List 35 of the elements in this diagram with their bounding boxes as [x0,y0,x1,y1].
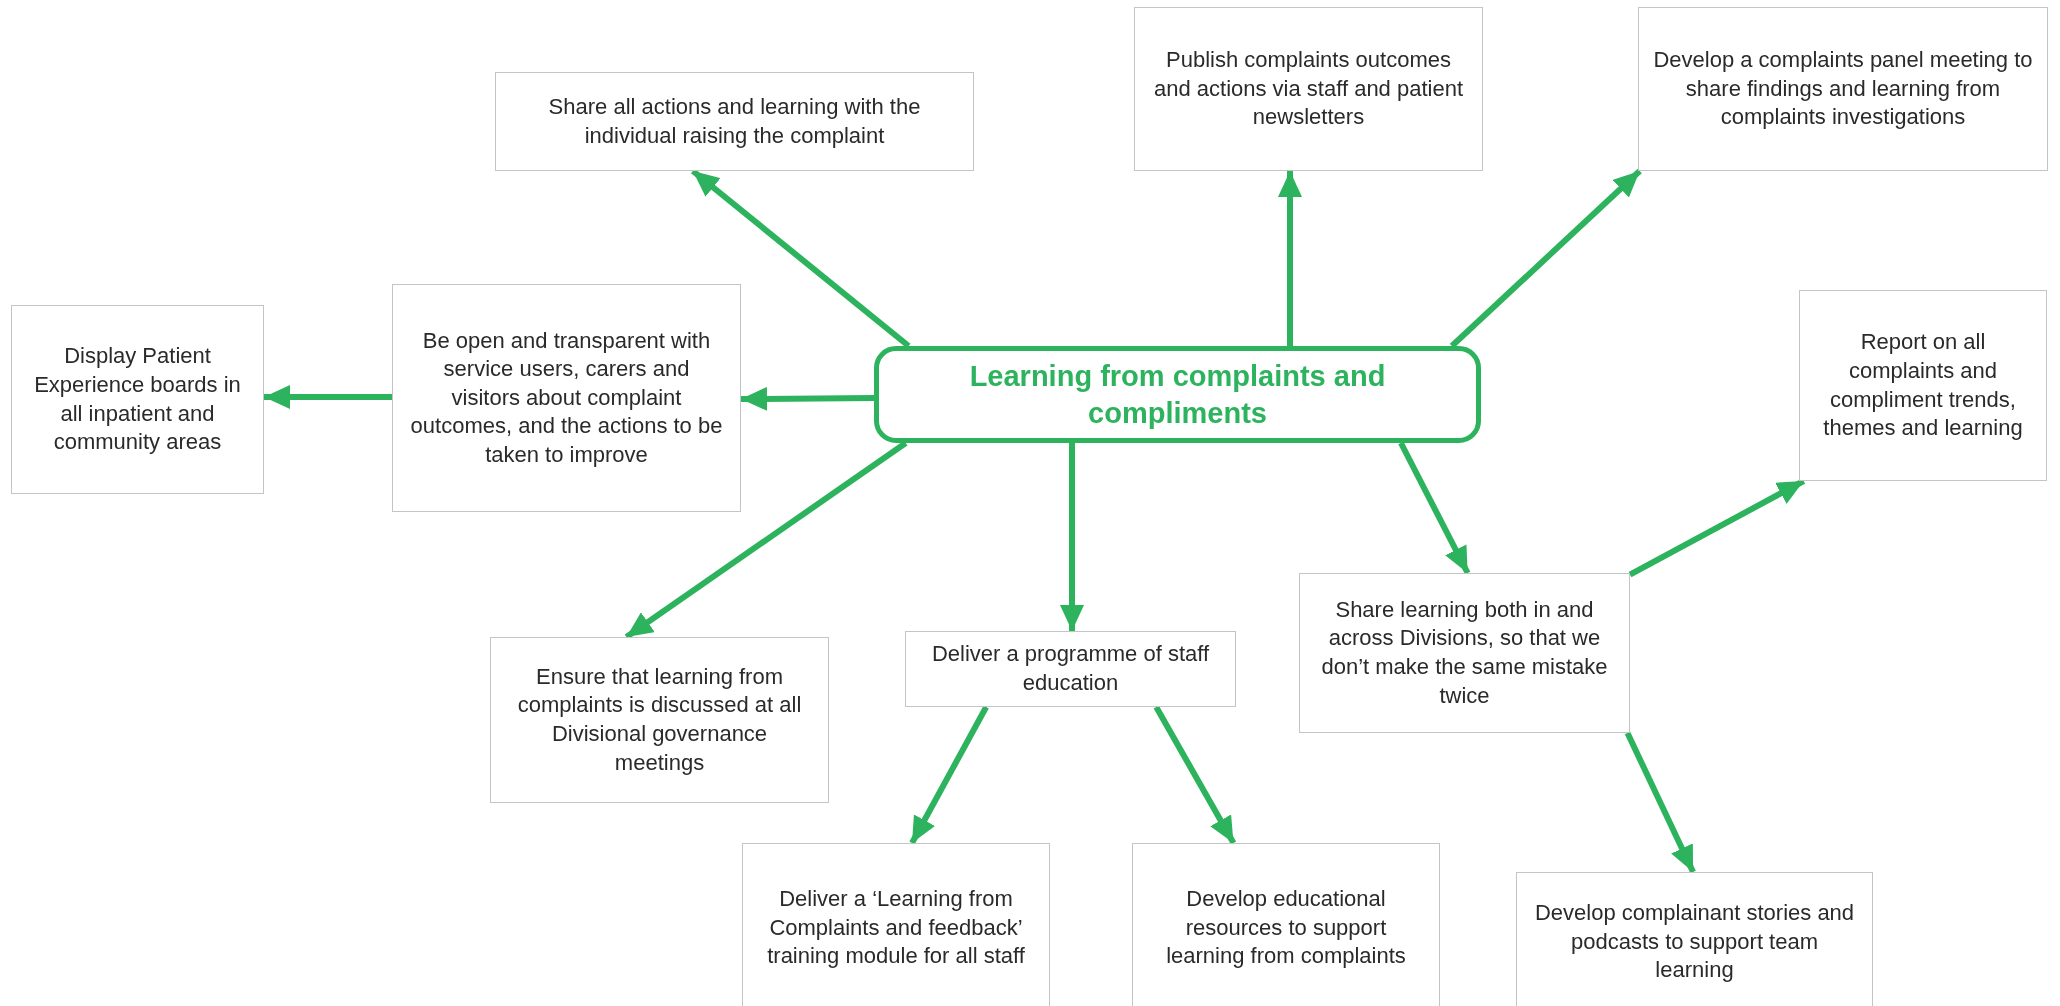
idea-text: Report on all complaints and compliment trends, themes and learning [1822,328,2024,443]
idea-box [1299,573,1630,733]
arrow [1398,441,1471,575]
arrow [264,385,392,409]
idea-box [11,305,264,494]
arrow [1628,478,1806,578]
idea-box [905,631,1236,707]
arrow [1278,171,1302,346]
idea-text: Deliver a ‘Learning from Complaints and feedback’ training module for all staff [766,885,1026,971]
idea-box [490,637,829,803]
central-topic-box [874,346,1481,443]
arrow [1060,443,1084,631]
idea-text: Develop educational resources to support learning from complaints [1165,885,1407,971]
arrow [1153,705,1237,845]
idea-box [742,843,1050,1006]
idea-box [1516,872,1873,1006]
idea-text: Display Patient Experience boards in all inpatient and community areas [33,342,242,457]
idea-text: Be open and transparent with service users, carers and visitors about complaint outcomes, and the actions to be taken to improve [409,326,724,469]
arrow [740,386,875,411]
idea-text: Deliver a programme of staff education [930,640,1211,697]
idea-box [1134,7,1483,171]
arrow [909,705,989,845]
idea-text: Publish complaints outcomes and actions via staff and patient newsletters [1153,46,1464,132]
idea-box [1638,7,2048,171]
idea-box [1799,290,2047,481]
idea-text: Share learning both in and across Divisions, so that we don’t make the same mistake twice [1320,595,1609,710]
central-topic-text: Learning from complaints and compliments [968,359,1387,431]
arrow [1624,731,1696,874]
idea-box [392,284,741,512]
idea-text: Develop complainant stories and podcasts to support team learning [1533,899,1856,985]
idea-text: Develop a complaints panel meeting to share findings and learning from complaints investigations [1653,46,2033,132]
idea-box [495,72,974,171]
idea-box [1132,843,1440,1006]
idea-text: Ensure that learning from complaints is discussed at all Divisional governance meetings [516,662,803,777]
idea-text: Share all actions and learning with the individual raising the complaint [547,92,922,150]
